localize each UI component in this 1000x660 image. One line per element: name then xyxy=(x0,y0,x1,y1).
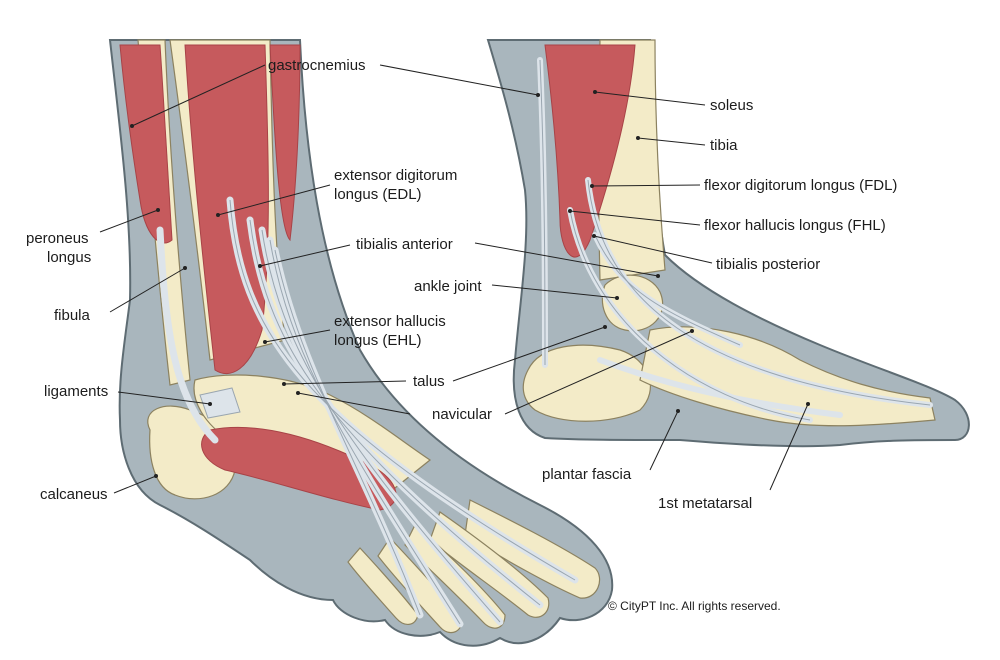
right-muscle-posterior xyxy=(544,44,636,258)
label-ankle-joint: ankle joint xyxy=(414,278,482,295)
left-ligaments xyxy=(199,387,241,419)
label-first-metatarsal: 1st metatarsal xyxy=(658,495,752,512)
copyright-notice: © CityPT Inc. All rights reserved. xyxy=(608,599,781,613)
left-foot-illustration xyxy=(108,39,614,647)
label-tibialis-anterior: tibialis anterior xyxy=(356,236,453,253)
label-fhl: flexor hallucis longus (FHL) xyxy=(704,217,886,234)
label-soleus: soleus xyxy=(710,97,753,114)
label-peroneus-line2: longus xyxy=(47,249,91,266)
label-fibula: fibula xyxy=(54,307,91,324)
label-tibialis-posterior: tibialis posterior xyxy=(716,256,820,273)
leader-lines xyxy=(99,64,810,494)
label-ligaments: ligaments xyxy=(44,383,108,400)
label-tibia: tibia xyxy=(710,137,738,154)
label-ehl-line2: longus (EHL) xyxy=(334,332,422,349)
label-edl-line2: longus (EDL) xyxy=(334,186,422,203)
label-plantar-fascia: plantar fascia xyxy=(542,466,632,483)
left-tendon-outlines xyxy=(229,199,576,625)
right-foot-illustration xyxy=(486,39,970,448)
label-ehl-line1: extensor hallucis xyxy=(334,313,446,330)
label-navicular: navicular xyxy=(432,406,492,423)
label-talus: talus xyxy=(413,373,445,390)
label-fdl: flexor digitorum longus (FDL) xyxy=(704,177,897,194)
label-calcaneus: calcaneus xyxy=(40,486,108,503)
label-edl-line1: extensor digitorum xyxy=(334,167,457,184)
label-gastrocnemius: gastrocnemius xyxy=(268,57,366,74)
left-gastrocnemius-muscle xyxy=(269,44,301,242)
labels: gastrocnemius soleus tibia extensor digi… xyxy=(26,57,897,613)
left-edb-muscle xyxy=(201,426,397,511)
label-peroneus-line1: peroneus xyxy=(26,230,89,247)
